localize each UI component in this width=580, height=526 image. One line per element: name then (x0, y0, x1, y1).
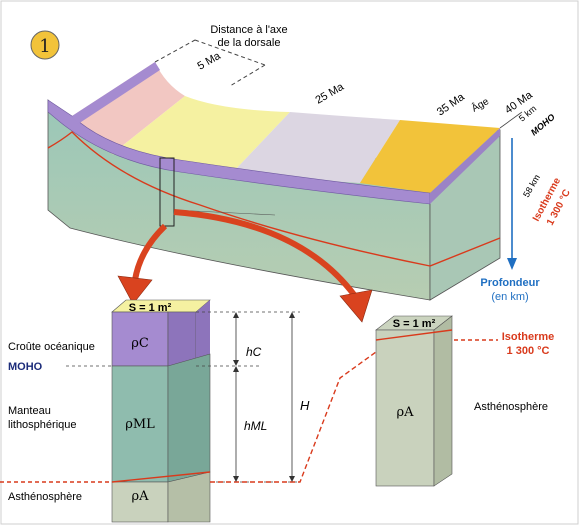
distance-axis (154, 39, 523, 129)
distance-label-line1: Distance à l'axe (210, 24, 287, 36)
left-ast-front (111, 481, 169, 523)
left-surface-label: S = 1 m² (129, 302, 172, 314)
arrow-right-head (339, 289, 373, 323)
age-label-5: 5 Ma (196, 50, 224, 73)
ridge-crust (72, 62, 160, 124)
sample-column-left (159, 157, 175, 227)
mantle-label-line1: Manteau (8, 405, 51, 417)
left-crust-front (111, 311, 169, 367)
dimension-markers (233, 312, 295, 482)
asthenosphere-label-right: Asthénosphère (474, 401, 548, 413)
depth-arrow-head (507, 258, 517, 270)
right-column (375, 315, 453, 487)
right-isotherm (375, 329, 453, 341)
arrow-left-head (117, 275, 153, 305)
age-strip-25 (235, 112, 400, 183)
arrow-right-shaft (173, 209, 358, 298)
right-column-front (375, 329, 435, 487)
depth-axis-label-line1: Profondeur (480, 277, 540, 289)
left-mantle-front (111, 365, 169, 483)
figure-number-badge: 1 (30, 30, 60, 60)
age-axis-label: Âge (469, 94, 491, 114)
left-mantle-side (167, 353, 211, 483)
transfer-arrows (117, 209, 373, 323)
figure-number: 1 (39, 36, 50, 57)
left-crust-side (167, 311, 197, 367)
hml-label: hML (244, 419, 267, 433)
right-isotherm-label-line2: 1 300 °C (507, 345, 550, 357)
rho-crust: ρC (131, 336, 149, 351)
depth-axis-label-line2: (en km) (491, 291, 528, 303)
rho-asthenosphere-right: ρA (396, 405, 414, 420)
oceanic-crust (47, 99, 431, 205)
asthenosphere-label-left: Asthénosphère (8, 491, 82, 503)
left-ast-side (167, 471, 211, 523)
arrow-left-shaft (132, 223, 168, 281)
depth-axis (507, 138, 517, 270)
isotherm-connector (210, 351, 377, 483)
rho-mantle: ρML (125, 417, 155, 432)
left-crust-side-b (196, 300, 210, 366)
age-label-25: 25 Ma (314, 80, 347, 106)
top-moho-label: MOHO (529, 112, 557, 138)
depth-58-label: 58 km (521, 173, 542, 199)
h-label: H (300, 398, 310, 413)
right-column-side (433, 315, 453, 487)
age-strip-35 (360, 120, 500, 193)
lithosphere-block (47, 62, 501, 301)
moho-label: MOHO (8, 361, 43, 373)
right-isotherm-label-line1: Isotherme (502, 331, 555, 343)
crust-label: Croûte océanique (8, 341, 95, 353)
left-column (111, 299, 211, 523)
age-label-35: 35 Ma (435, 91, 468, 119)
oceanic-crust-side (430, 128, 500, 204)
rho-asthenosphere-left: ρA (131, 489, 149, 504)
age-strip-0 (72, 62, 185, 154)
hc-label: hC (246, 345, 262, 359)
age-strip-5 (112, 96, 290, 170)
isotherm-line (47, 131, 501, 267)
distance-label-line2: de la dorsale (218, 37, 281, 49)
mantle-label-line2: lithosphérique (8, 419, 77, 431)
right-surface-label: S = 1 m² (393, 318, 436, 330)
left-isotherm (111, 471, 211, 483)
